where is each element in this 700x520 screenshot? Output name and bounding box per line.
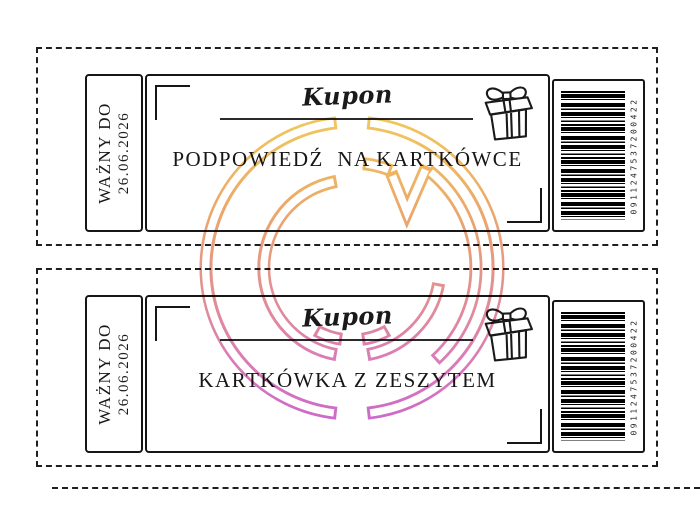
valid-until-box: WAŻNY DO 26.06.2026 — [85, 295, 143, 453]
coupon-ticket: WAŻNY DO 26.06.2026 Kupon KARTKÓWKA Z ZE… — [36, 268, 658, 467]
corner-bracket-bottom-right — [507, 409, 542, 444]
heading-underline — [220, 118, 473, 120]
barcode-number-column: 0911247537200422 — [626, 81, 642, 230]
valid-until-rotated-text: WAŻNY DO 26.06.2026 — [88, 299, 140, 449]
coupon-main-box: Kupon KARTKÓWKA Z ZESZYTEM — [145, 295, 550, 453]
corner-bracket-bottom-right — [507, 188, 542, 223]
valid-until-label: WAŻNY DO — [94, 323, 114, 425]
barcode-box: 0911247537200422 — [552, 79, 645, 232]
valid-until-date: 26.06.2026 — [115, 111, 132, 195]
barcode-bars — [561, 91, 625, 220]
valid-until-label: WAŻNY DO — [94, 102, 114, 204]
valid-until-rotated-text: WAŻNY DO 26.06.2026 — [88, 78, 140, 228]
coupon-main-box: Kupon PODPOWIEDŹ NA KARTKÓWCE — [145, 74, 550, 232]
barcode-bars — [561, 312, 625, 441]
barcode-box: 0911247537200422 — [552, 300, 645, 453]
barcode-number: 0911247537200422 — [629, 96, 639, 215]
next-ticket-dashed-edge — [52, 487, 700, 489]
barcode-number: 0911247537200422 — [629, 317, 639, 436]
valid-until-box: WAŻNY DO 26.06.2026 — [85, 74, 143, 232]
heading-underline — [220, 339, 473, 341]
coupon-title: PODPOWIEDŹ NA KARTKÓWCE — [172, 147, 523, 171]
coupon-title: KARTKÓWKA Z ZESZYTEM — [198, 368, 497, 392]
gift-icon — [484, 86, 533, 141]
valid-until-date: 26.06.2026 — [115, 332, 132, 416]
gift-icon — [484, 307, 533, 362]
coupon-ticket: WAŻNY DO 26.06.2026 Kupon PODPOWIEDŹ NA … — [36, 47, 658, 246]
barcode-number-column: 0911247537200422 — [626, 302, 642, 451]
